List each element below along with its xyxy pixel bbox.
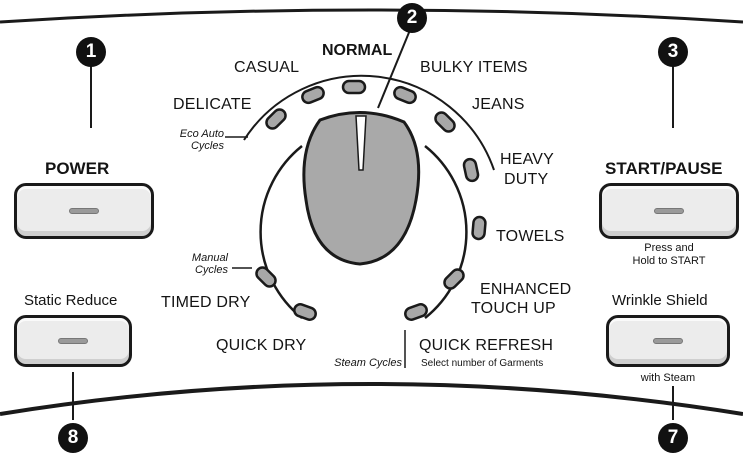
- cycle-casual-label: CASUAL: [234, 59, 300, 76]
- wrinkle-shield-button[interactable]: [606, 315, 730, 367]
- power-label: POWER: [45, 159, 110, 178]
- indicator-quick-dry: [293, 303, 317, 321]
- callout-2: 2: [397, 3, 427, 33]
- steam-group-label: Steam Cycles: [334, 357, 402, 369]
- cycle-heavy-label: HEAVY: [500, 151, 555, 168]
- cycle-quick-dry-label: QUICK DRY: [216, 337, 307, 354]
- indicator-quick-refresh: [404, 303, 428, 321]
- indicator-delicate: [265, 108, 287, 130]
- static-indicator-bar: [58, 338, 88, 344]
- indicator-normal: [341, 79, 367, 95]
- start-indicator-bar: [654, 208, 684, 214]
- panel-top-edge: [0, 8, 743, 24]
- wrinkle-note: with Steam: [640, 372, 696, 384]
- cycle-jeans-label: JEANS: [472, 96, 525, 113]
- cycle-duty-label: DUTY: [504, 171, 549, 188]
- cycle-timed-dry-label: TIMED DRY: [161, 294, 251, 311]
- wrinkle-shield-label: Wrinkle Shield: [612, 292, 708, 309]
- indicator-casual: [301, 85, 325, 105]
- callout-7: 7: [658, 423, 688, 453]
- cycle-touchup-label: TOUCH UP: [471, 300, 556, 317]
- indicator-enhanced: [443, 268, 465, 290]
- cycle-bulky-label: BULKY ITEMS: [420, 59, 528, 76]
- cycle-selector-knob[interactable]: [302, 111, 421, 266]
- start-pause-label: START/PAUSE: [605, 159, 723, 178]
- dial-ring-right: [424, 145, 468, 319]
- indicator-bulky: [393, 85, 417, 105]
- cycle-enhanced-label: ENHANCED: [480, 281, 572, 298]
- indicator-jeans: [434, 111, 456, 133]
- callout-3: 3: [658, 37, 688, 67]
- power-indicator-bar: [69, 208, 99, 214]
- wrinkle-indicator-bar: [653, 338, 683, 344]
- indicator-timed-dry: [255, 266, 277, 288]
- cycle-normal-label: NORMAL: [322, 42, 393, 59]
- dial-ring-left: [259, 145, 303, 319]
- indicator-towels: [471, 215, 487, 241]
- start-pause-button[interactable]: [599, 183, 739, 239]
- cycle-towels-label: TOWELS: [496, 228, 565, 245]
- cycle-delicate-label: DELICATE: [173, 96, 252, 113]
- panel-bottom-edge: [0, 382, 743, 416]
- indicator-heavy-duty: [462, 157, 480, 183]
- knob-pointer: [355, 115, 367, 171]
- static-reduce-button[interactable]: [14, 315, 132, 367]
- static-reduce-label: Static Reduce: [24, 292, 118, 309]
- steam-note: Select number of Garments: [421, 358, 544, 369]
- dial-ring-upper: [243, 74, 495, 171]
- callout-1: 1: [76, 37, 106, 67]
- power-button[interactable]: [14, 183, 154, 239]
- callout-8: 8: [58, 423, 88, 453]
- cycle-quick-refresh-label: QUICK REFRESH: [419, 337, 554, 354]
